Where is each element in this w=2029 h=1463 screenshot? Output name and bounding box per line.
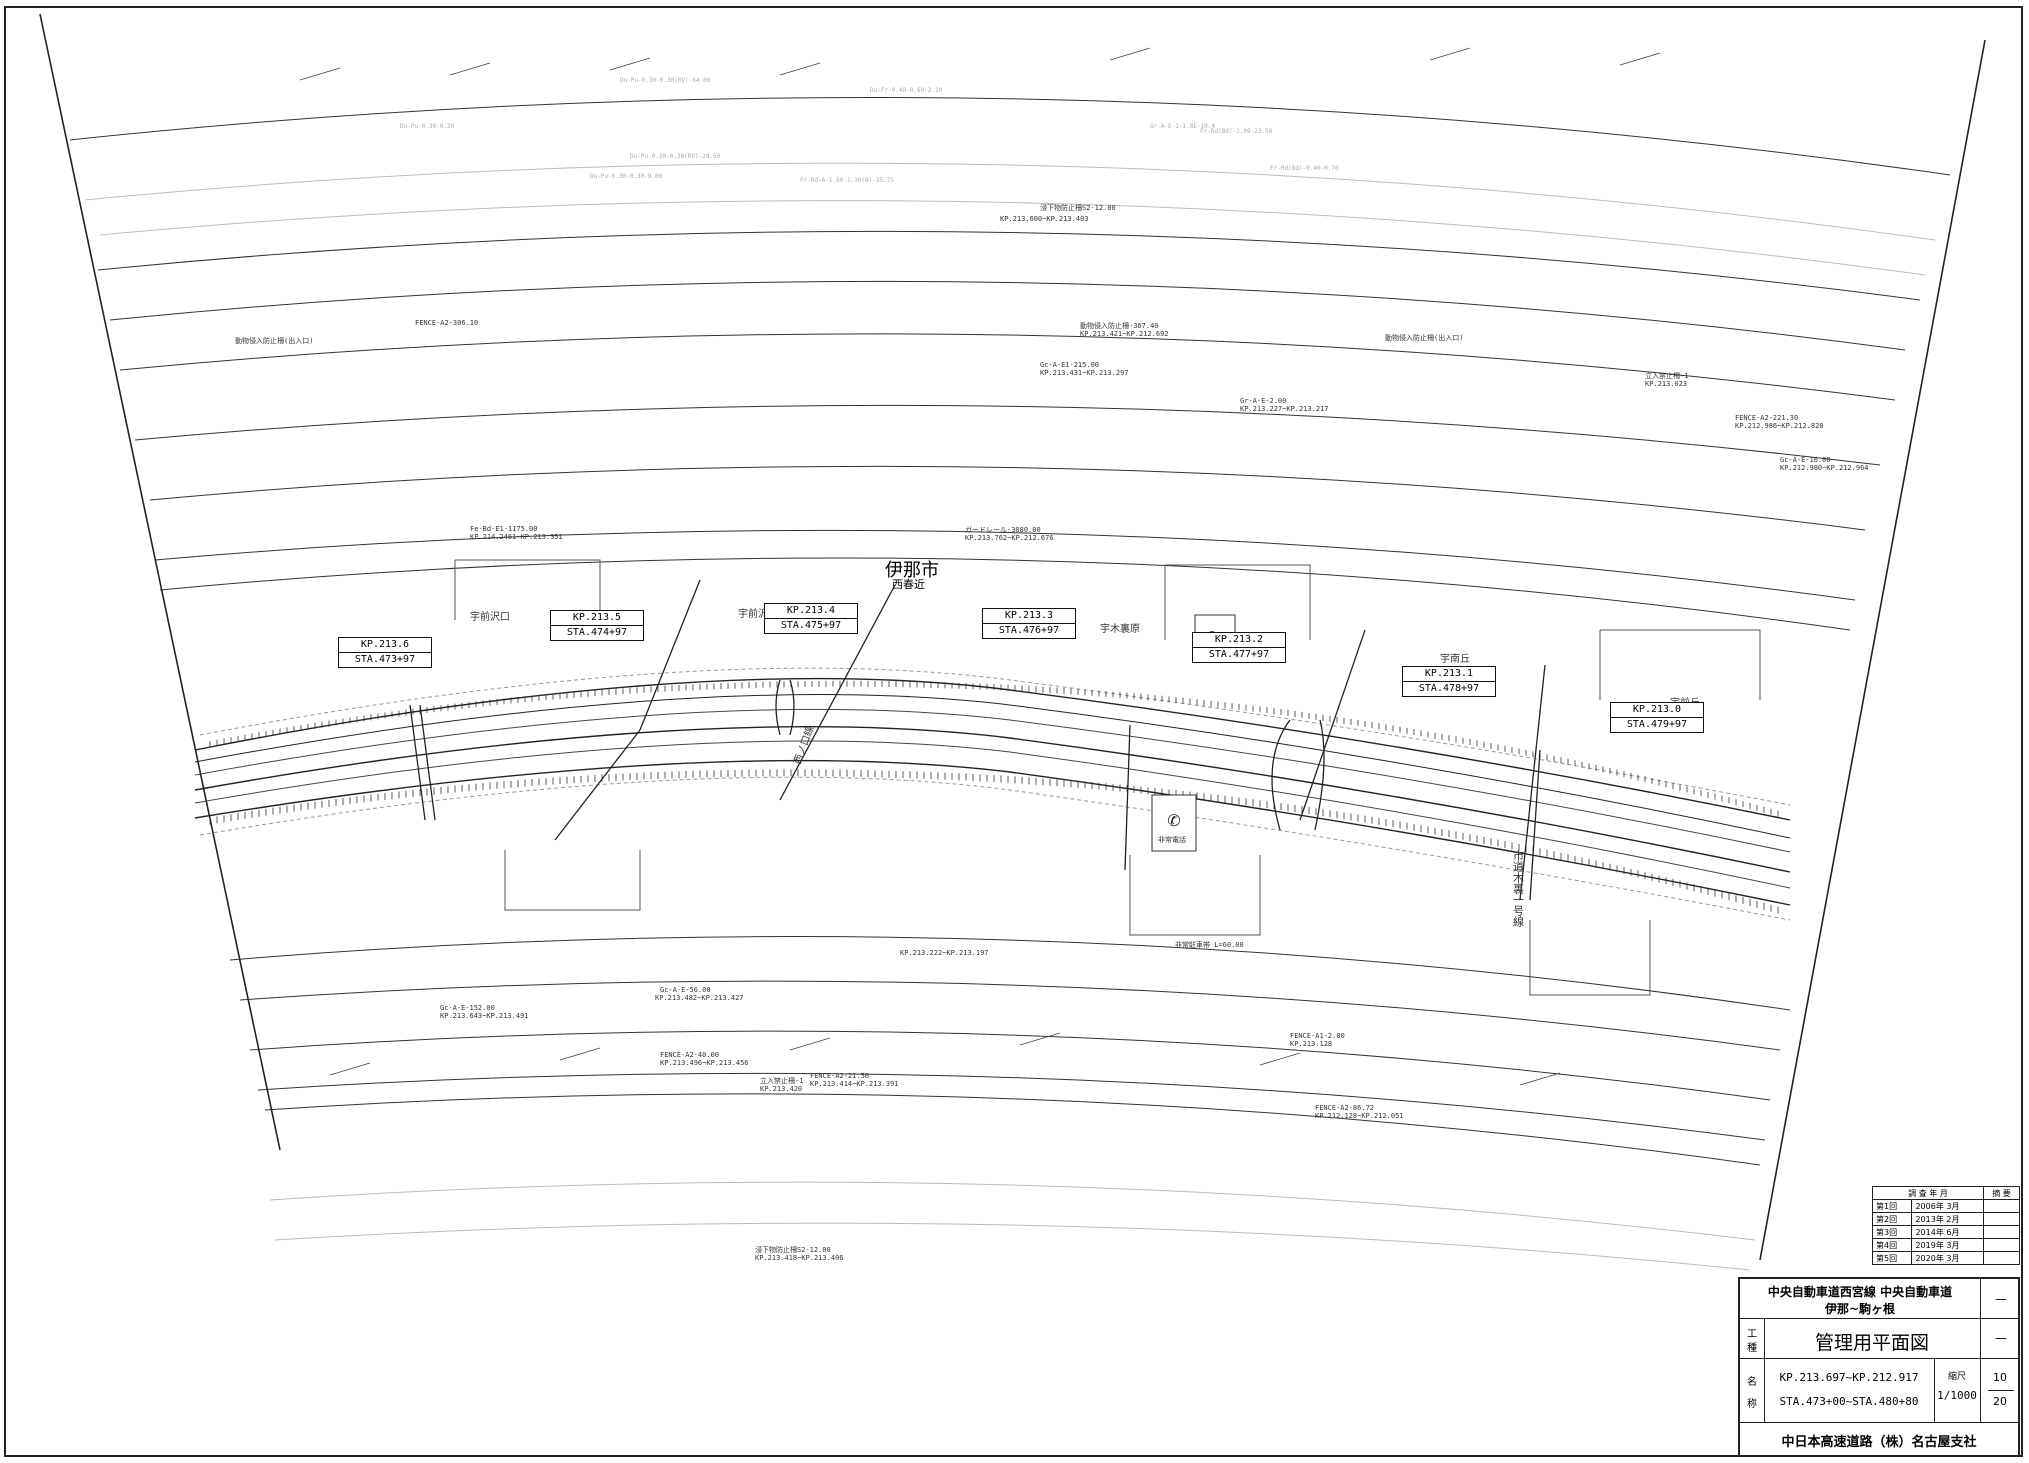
route-name: 中央自動車道西宮線 中央自動車道 — [1767, 1285, 1953, 1299]
annotation-label: 非常駐車帯 L=60.00 — [1175, 940, 1244, 949]
sheet-total: 20 — [1993, 1395, 2007, 1408]
kp-range: KP.213.697~KP.212.917 — [1779, 1371, 1919, 1384]
annotation-label: KP.212.980~KP.212.964 — [1780, 464, 1869, 472]
annotation-label: Du-Pu-0.30-0.30-9.00 — [590, 173, 663, 180]
annotation-label: KP.213.482~KP.213.427 — [655, 994, 744, 1002]
annotation-label: FENCE-A2-306.10 — [415, 319, 478, 327]
annotations-upper: 動物侵入防止柵(出入口) FENCE-A2-306.10 動物侵入防止柵-367.4… — [235, 203, 1869, 542]
annotation-label: KP.213.421~KP.212.692 — [1080, 330, 1169, 338]
annotation-label: KP.213.762~KP.212.676 — [965, 534, 1054, 542]
annotation-label: KP.213.222~KP.213.197 — [900, 949, 989, 957]
road-label: 西ノ口線 — [791, 724, 817, 766]
annotation-label: Gr-A-E-1-1.8E-10.4 — [1150, 123, 1215, 130]
annotation-label: Du-Fr-0.40-0.60-2.10 — [870, 87, 943, 94]
revision-header: 摘 要 — [1983, 1186, 2020, 1200]
annotation-label: KP.213.414~KP.213.391 — [810, 1080, 899, 1088]
company-name: 中日本高速道路（株）名古屋支社 — [1781, 1435, 1977, 1450]
city-name: 伊那市 — [885, 560, 939, 581]
annotations-lower: Gc-A-E-56.00KP.213.482~KP.213.427Gc-A-E-… — [440, 835, 1404, 1262]
annotation-label: Fr-Rd(Bd)-2.09-23.50 — [1200, 128, 1273, 135]
annotation-label: 立入禁止柵-1 — [760, 1076, 803, 1085]
title-block: 中央自動車道西宮線 中央自動車道 伊那~駒ヶ根 — 工 種 管理用平面図 — 名… — [1738, 1277, 2020, 1457]
annotation-label: 動物侵入防止柵(出入口) — [235, 336, 313, 345]
annotation-label: 非常電話 — [1158, 835, 1186, 844]
annotation-label: Gc-A-E-16.00 — [1780, 456, 1831, 464]
annotation-label: 動物侵入防止柵(出入口) — [1385, 333, 1463, 342]
fan-boundary — [39, 13, 1986, 1261]
annotation-label: KP.213.023 — [1645, 380, 1687, 388]
annotation-label: Du-Pu-0.30-0.30(RV)-64.00 — [620, 77, 711, 84]
annotation-label: Fr-Rd-A-1.80-1.30(B)-35.75 — [800, 177, 894, 184]
annotation-label: Gr-A-E-2.00 — [1240, 397, 1286, 405]
annotation-label: 浸下物防止柵S2-12.00 — [755, 1245, 831, 1254]
annotation-label: Du-Pu-0.30-0.30(RV)-28.50 — [630, 153, 721, 160]
annotation-label: FENCE-A1-2.00 — [1290, 1032, 1345, 1040]
annotation-label: FENCE-A2-86.72 — [1315, 1104, 1374, 1112]
annotation-label: Gc-A-E-152.00 — [440, 1004, 495, 1012]
annotation-label: FENCE-A2-221.30 — [1735, 414, 1798, 422]
annotation-label: KP.213.600~KP.213.403 — [1000, 215, 1089, 223]
annotation-label: KP.213.643~KP.213.491 — [440, 1012, 529, 1020]
section-name: 伊那~駒ヶ根 — [1824, 1302, 1896, 1316]
annotation-label: ガードレール-3080.00 — [965, 525, 1041, 534]
annotation-label: 浸下物防止柵S2-12.00 — [1040, 203, 1116, 212]
area-label: 宇木裏原 — [1100, 622, 1140, 635]
sheet-border — [4, 6, 2023, 1457]
emergency-phone-box — [1151, 614, 1236, 852]
annotation-label: KP.213.128 — [1290, 1040, 1332, 1048]
annotation-label: KP.212.128~KP.212.051 — [1315, 1112, 1404, 1120]
arc-lines-upper — [69, 96, 1951, 631]
annotations-faint: Du-Pu-0.30-0.30(RV)-64.00Du-Fr-0.40-0.60… — [400, 77, 1339, 184]
arc-lines-upper-faint — [84, 162, 1936, 276]
annotation-label: Gc-A-E1-215.00 — [1040, 361, 1099, 369]
annotation-label: Du-Pu-0.30-0.30 — [400, 123, 455, 130]
annotation-label: KP.213.418~KP.213.406 — [755, 1254, 844, 1262]
leader-ticks — [299, 47, 1661, 1086]
arc-lines-lower-faint — [269, 1181, 1756, 1271]
annotation-label: Gc-A-E-56.00 — [660, 986, 711, 994]
annotation-label: KP.214.2461~KP.213.351 — [470, 533, 563, 541]
phone-icon: ✆ — [1167, 811, 1180, 830]
annotation-label: FENCE-A2-40.00 — [660, 1051, 719, 1059]
annotation-label: KP.213.227~KP.213.217 — [1240, 405, 1329, 413]
annotation-label: KP.213.496~KP.213.456 — [660, 1059, 749, 1067]
drawing-title: 管理用平面図 — [1814, 1332, 1929, 1354]
scale: 1/1000 — [1937, 1389, 1977, 1402]
parking-area-boxes — [454, 559, 1761, 996]
sheet-number: 10 — [1993, 1371, 2007, 1384]
annotation-label: KP.212.986~KP.212.828 — [1735, 422, 1824, 430]
road-label: 市道木裏一号線 — [1512, 849, 1525, 927]
arc-lines-lower — [229, 936, 1791, 1166]
district-name: 西春近 — [892, 578, 925, 591]
annotation-label: 立入禁止柵-1 — [1645, 371, 1688, 380]
annotation-label: KP.213.431~KP.213.297 — [1040, 369, 1129, 377]
sta-range: STA.473+00~STA.480+80 — [1779, 1395, 1919, 1408]
area-label: 宇南丘 — [1440, 652, 1470, 665]
revision-header: 調 査 年 月 — [1871, 1186, 1985, 1200]
area-label: 宇前沢口 — [470, 610, 510, 623]
slope-hatching — [209, 680, 1779, 914]
annotation-label: FENCE-A2-21.50 — [810, 1072, 869, 1080]
annotation-label: KP.213.420 — [760, 1085, 802, 1093]
crossing-roads — [409, 579, 1546, 901]
annotation-label: Fe-Bd-E1-1175.00 — [470, 525, 537, 533]
annotation-label: 動物侵入防止柵-367.40 — [1080, 321, 1159, 330]
annotation-label: Fr-Rd(Bd)-0.40-0.70 — [1270, 165, 1339, 172]
